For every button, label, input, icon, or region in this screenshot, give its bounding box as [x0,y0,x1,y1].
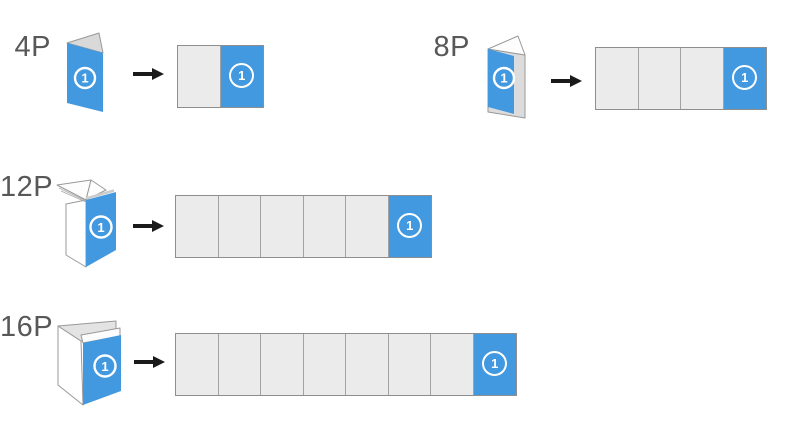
page-count-label-16p: 16P [0,311,54,343]
marker-ring [492,66,516,90]
inner-panel [596,48,639,109]
marker-number: 1 [97,220,104,235]
inner-panel [176,334,219,395]
inner-panel [346,334,389,395]
page-1-marker: 1 [397,212,423,238]
inner-panel [218,334,261,395]
folded-booklet-4p-icon: 1 [66,32,104,112]
inner-panel [176,196,219,257]
unfolded-panels-strip-12p: 1 [175,195,432,258]
arrow-right-icon [133,68,164,80]
inner-panel [431,334,474,395]
marker-ring [89,215,113,239]
inner-panel [346,196,389,257]
unfolded-panels-strip-8p: 1 [595,47,767,110]
front-cover-shape [488,49,514,114]
page-1-marker: 1 [492,66,516,90]
inner-panel [303,334,346,395]
page-count-label-4p: 4P [14,31,51,63]
inner-panel [178,46,221,107]
inner-panel [261,196,304,257]
inner-panel [303,196,346,257]
marker-number: 1 [500,71,507,86]
cover-panel: 1 [723,48,766,109]
inner-panel [218,196,261,257]
page-1-marker: 1 [89,215,113,239]
marker-number: 1 [81,71,88,86]
front-cover-shape [86,192,116,267]
page-count-label-8p: 8P [433,31,470,63]
sheet-edge-lines [58,187,87,203]
marker-ring [73,66,97,90]
front-cover-shape [67,43,103,112]
page-1-marker: 1 [229,62,255,88]
unfolded-panels-strip-16p: 1 [175,333,517,396]
page-1-marker: 1 [482,350,508,376]
page-1-marker: 1 [73,66,97,90]
left-page-shape [65,199,87,268]
inner-panel [638,48,681,109]
unfolded-panels-strip-4p: 1 [177,45,264,108]
page-1-marker: 1 [93,354,117,378]
inner-panel [261,334,304,395]
arrow-right-icon [133,220,164,232]
cover-panel: 1 [220,46,263,107]
page-count-label-12p: 12P [0,171,54,203]
marker-number: 1 [101,359,108,374]
folded-booklet-16p-icon: 1 [57,320,121,406]
cover-panel: 1 [388,196,431,257]
inner-panel [681,48,724,109]
inner-panel [388,334,431,395]
arrow-right-icon [551,75,582,87]
folded-booklet-8p-icon: 1 [487,35,526,119]
front-cover-shape [83,335,121,405]
open-fold-shape [487,35,526,56]
marker-ring [93,354,117,378]
page-edge-line [85,189,115,200]
cover-panel: 1 [473,334,516,395]
page-1-marker: 1 [732,64,758,90]
arrow-right-icon [134,356,165,368]
folded-booklet-12p-icon: 1 [56,179,116,268]
